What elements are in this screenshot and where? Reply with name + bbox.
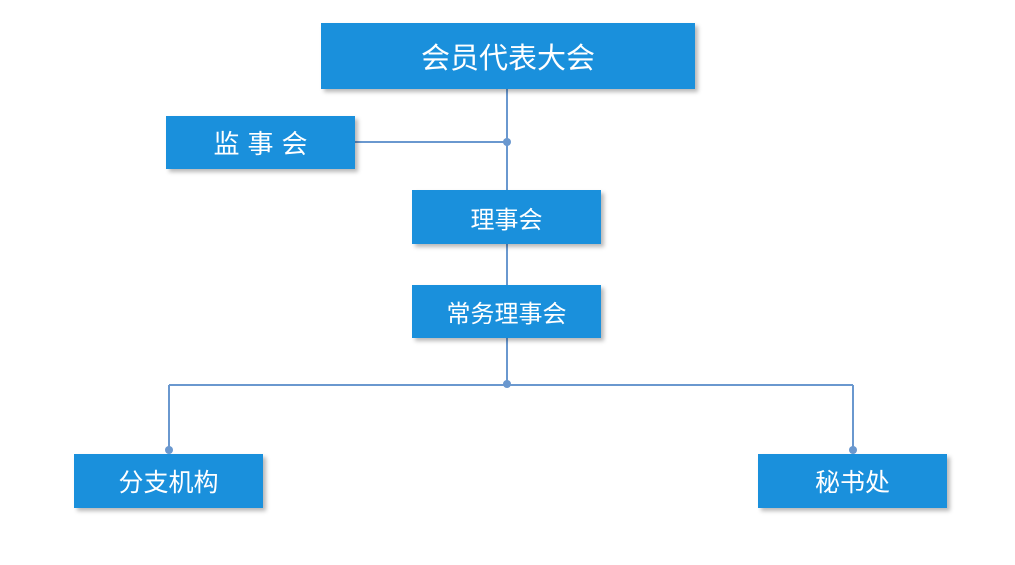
node-standing-council: 常务理事会	[412, 285, 601, 338]
node-members-congress: 会员代表大会	[321, 23, 695, 89]
node-supervisory-board: 监事会	[166, 116, 355, 169]
node-branch-organizations: 分支机构	[74, 454, 263, 508]
node-secretariat: 秘书处	[758, 454, 947, 508]
node-council: 理事会	[412, 190, 601, 244]
junction-dot-branch	[165, 446, 173, 454]
junction-dot-supervisory	[503, 138, 511, 146]
junction-dot-secretariat	[849, 446, 857, 454]
